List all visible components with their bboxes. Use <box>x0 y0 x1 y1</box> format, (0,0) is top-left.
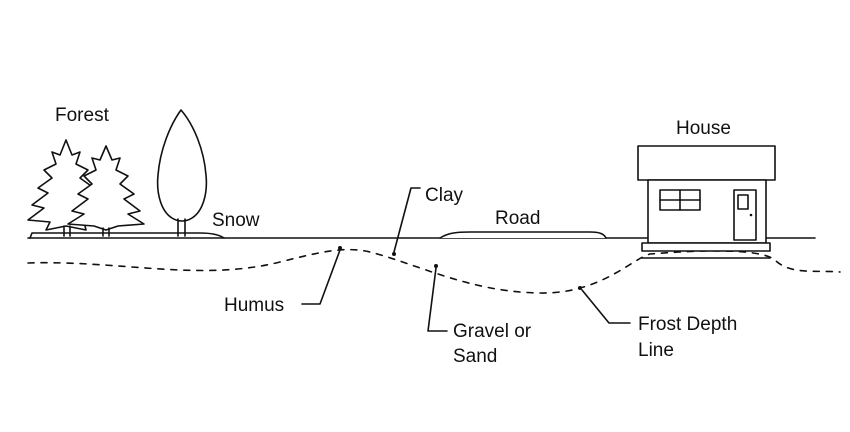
frost-depth-line <box>27 248 841 294</box>
house-door <box>733 189 757 241</box>
label-frost-line1: Frost Depth <box>638 314 737 335</box>
label-clay: Clay <box>425 185 464 206</box>
forest-trees <box>27 109 208 237</box>
house <box>637 145 776 259</box>
label-gravel-line2: Sand <box>453 346 497 367</box>
label-humus: Humus <box>224 295 284 316</box>
label-house: House <box>676 118 731 139</box>
house-window <box>659 189 701 211</box>
label-forest: Forest <box>55 105 110 126</box>
spruce-tree-2 <box>67 145 145 237</box>
leader-humus <box>301 246 342 305</box>
label-frost-line2: Line <box>638 340 674 361</box>
leader-clay <box>392 187 421 256</box>
label-snow: Snow <box>212 210 260 231</box>
house-roof <box>637 145 776 181</box>
snow-layer <box>29 232 225 239</box>
leader-gravel <box>427 264 448 332</box>
poplar-tree <box>156 109 208 237</box>
house-foundation <box>641 242 771 252</box>
road-surface <box>439 231 607 239</box>
label-road: Road <box>495 208 540 229</box>
label-gravel-line1: Gravel or <box>453 321 532 342</box>
leader-frost <box>578 286 631 324</box>
